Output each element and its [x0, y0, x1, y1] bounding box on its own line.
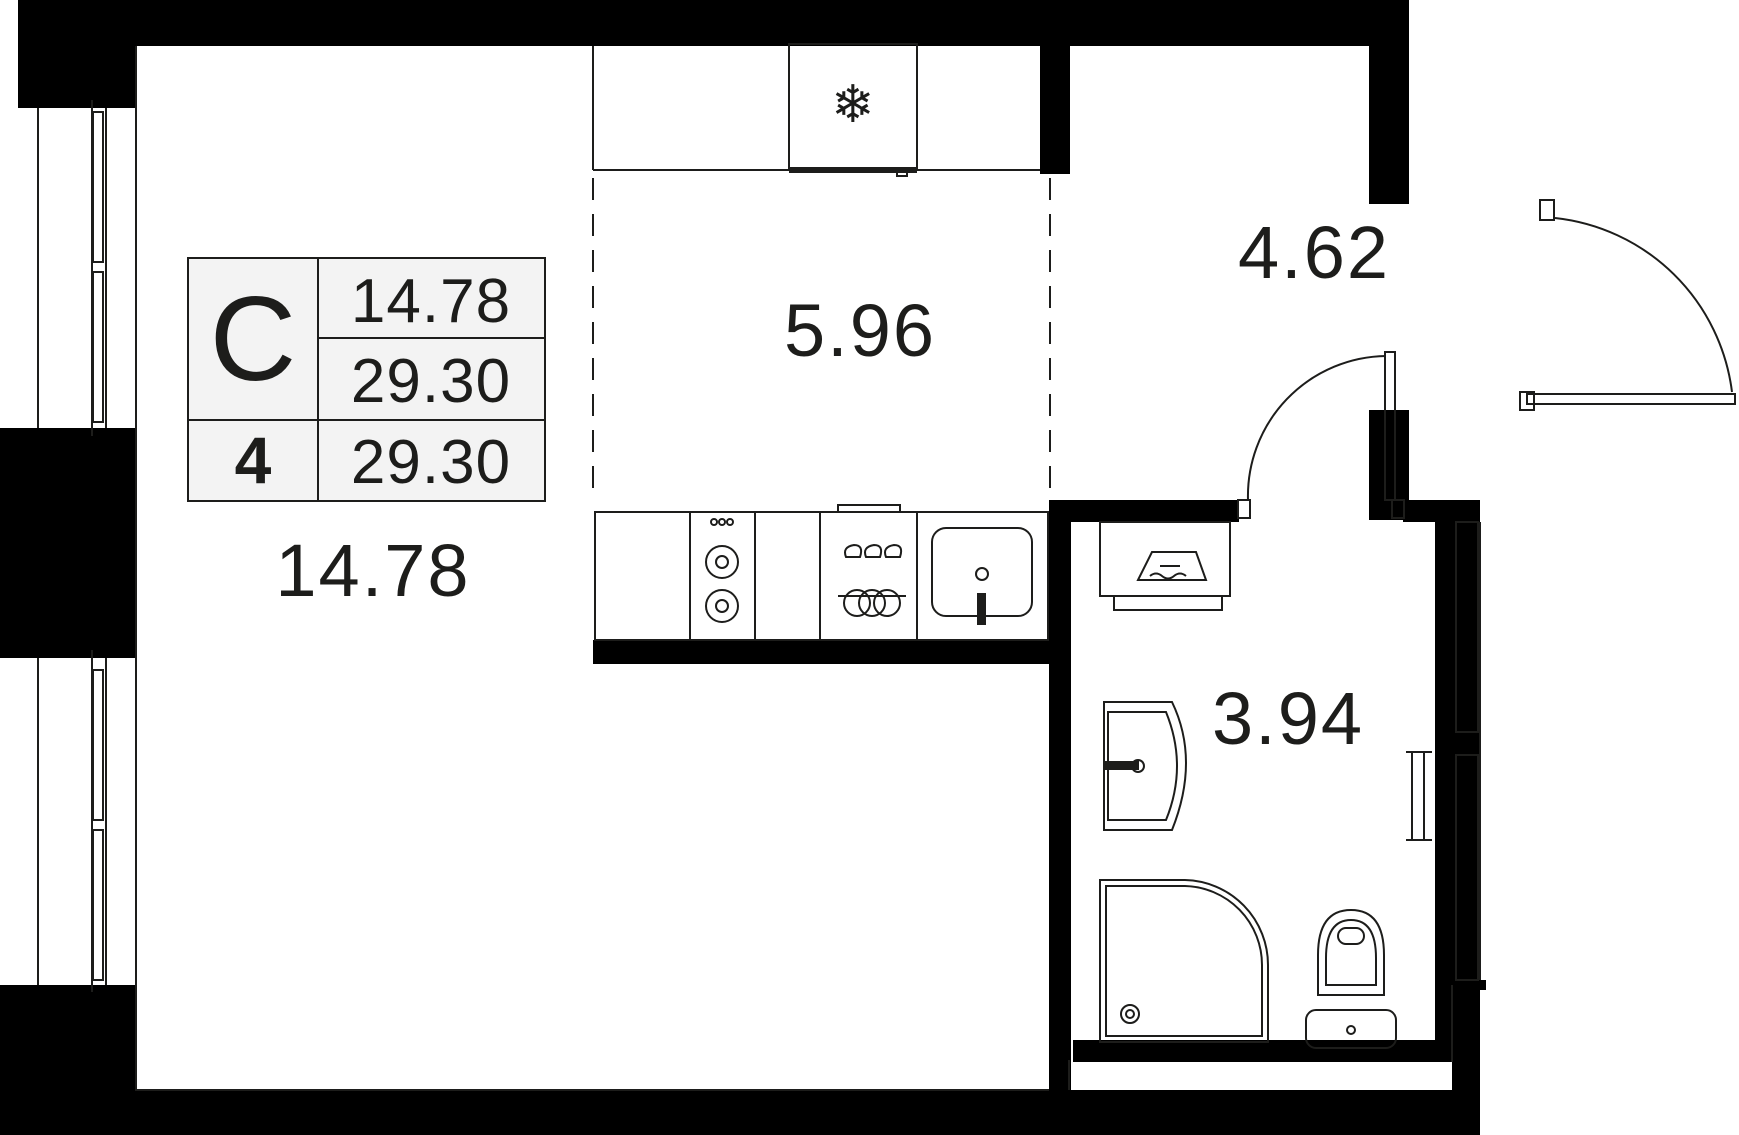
- window-lower: [37, 650, 107, 992]
- window-upper: [37, 100, 107, 436]
- kitchen-zone-dashes: [592, 178, 1051, 500]
- bathroom-door: [1237, 351, 1405, 519]
- legend-total-area-2: 29.30: [351, 428, 511, 497]
- room-area-bath: 3.94: [1212, 677, 1364, 760]
- legend-table: C 14.78 29.30 4 29.30: [187, 257, 546, 502]
- legend-total-area: 29.30: [351, 347, 511, 416]
- room-area-hall: 4.62: [1238, 211, 1390, 294]
- room-area-living: 14.78: [275, 529, 470, 612]
- legend-number: 4: [235, 423, 272, 497]
- stove-icon: [705, 518, 739, 623]
- towel-rail-icon: [1406, 751, 1432, 841]
- walls: [0, 0, 1486, 1135]
- dishwasher-icon: [837, 504, 906, 617]
- room-area-kitchen: 5.96: [784, 289, 936, 372]
- shower-icon: [1099, 879, 1269, 1043]
- washbasin-icon: [1103, 701, 1187, 831]
- snowflake-icon: ❄: [831, 75, 875, 135]
- kitchen-sink-icon: [931, 527, 1033, 625]
- entrance-door: [1519, 199, 1736, 411]
- toilet-icon: [1305, 908, 1397, 1049]
- legend-type-letter: C: [210, 272, 297, 406]
- washing-machine-icon: [1099, 521, 1231, 611]
- kitchen-upper-cabinets: [592, 43, 1040, 177]
- kitchen-counter: [594, 511, 1049, 641]
- wall-outlines: [135, 46, 1481, 1091]
- legend-living-area: 14.78: [351, 267, 511, 336]
